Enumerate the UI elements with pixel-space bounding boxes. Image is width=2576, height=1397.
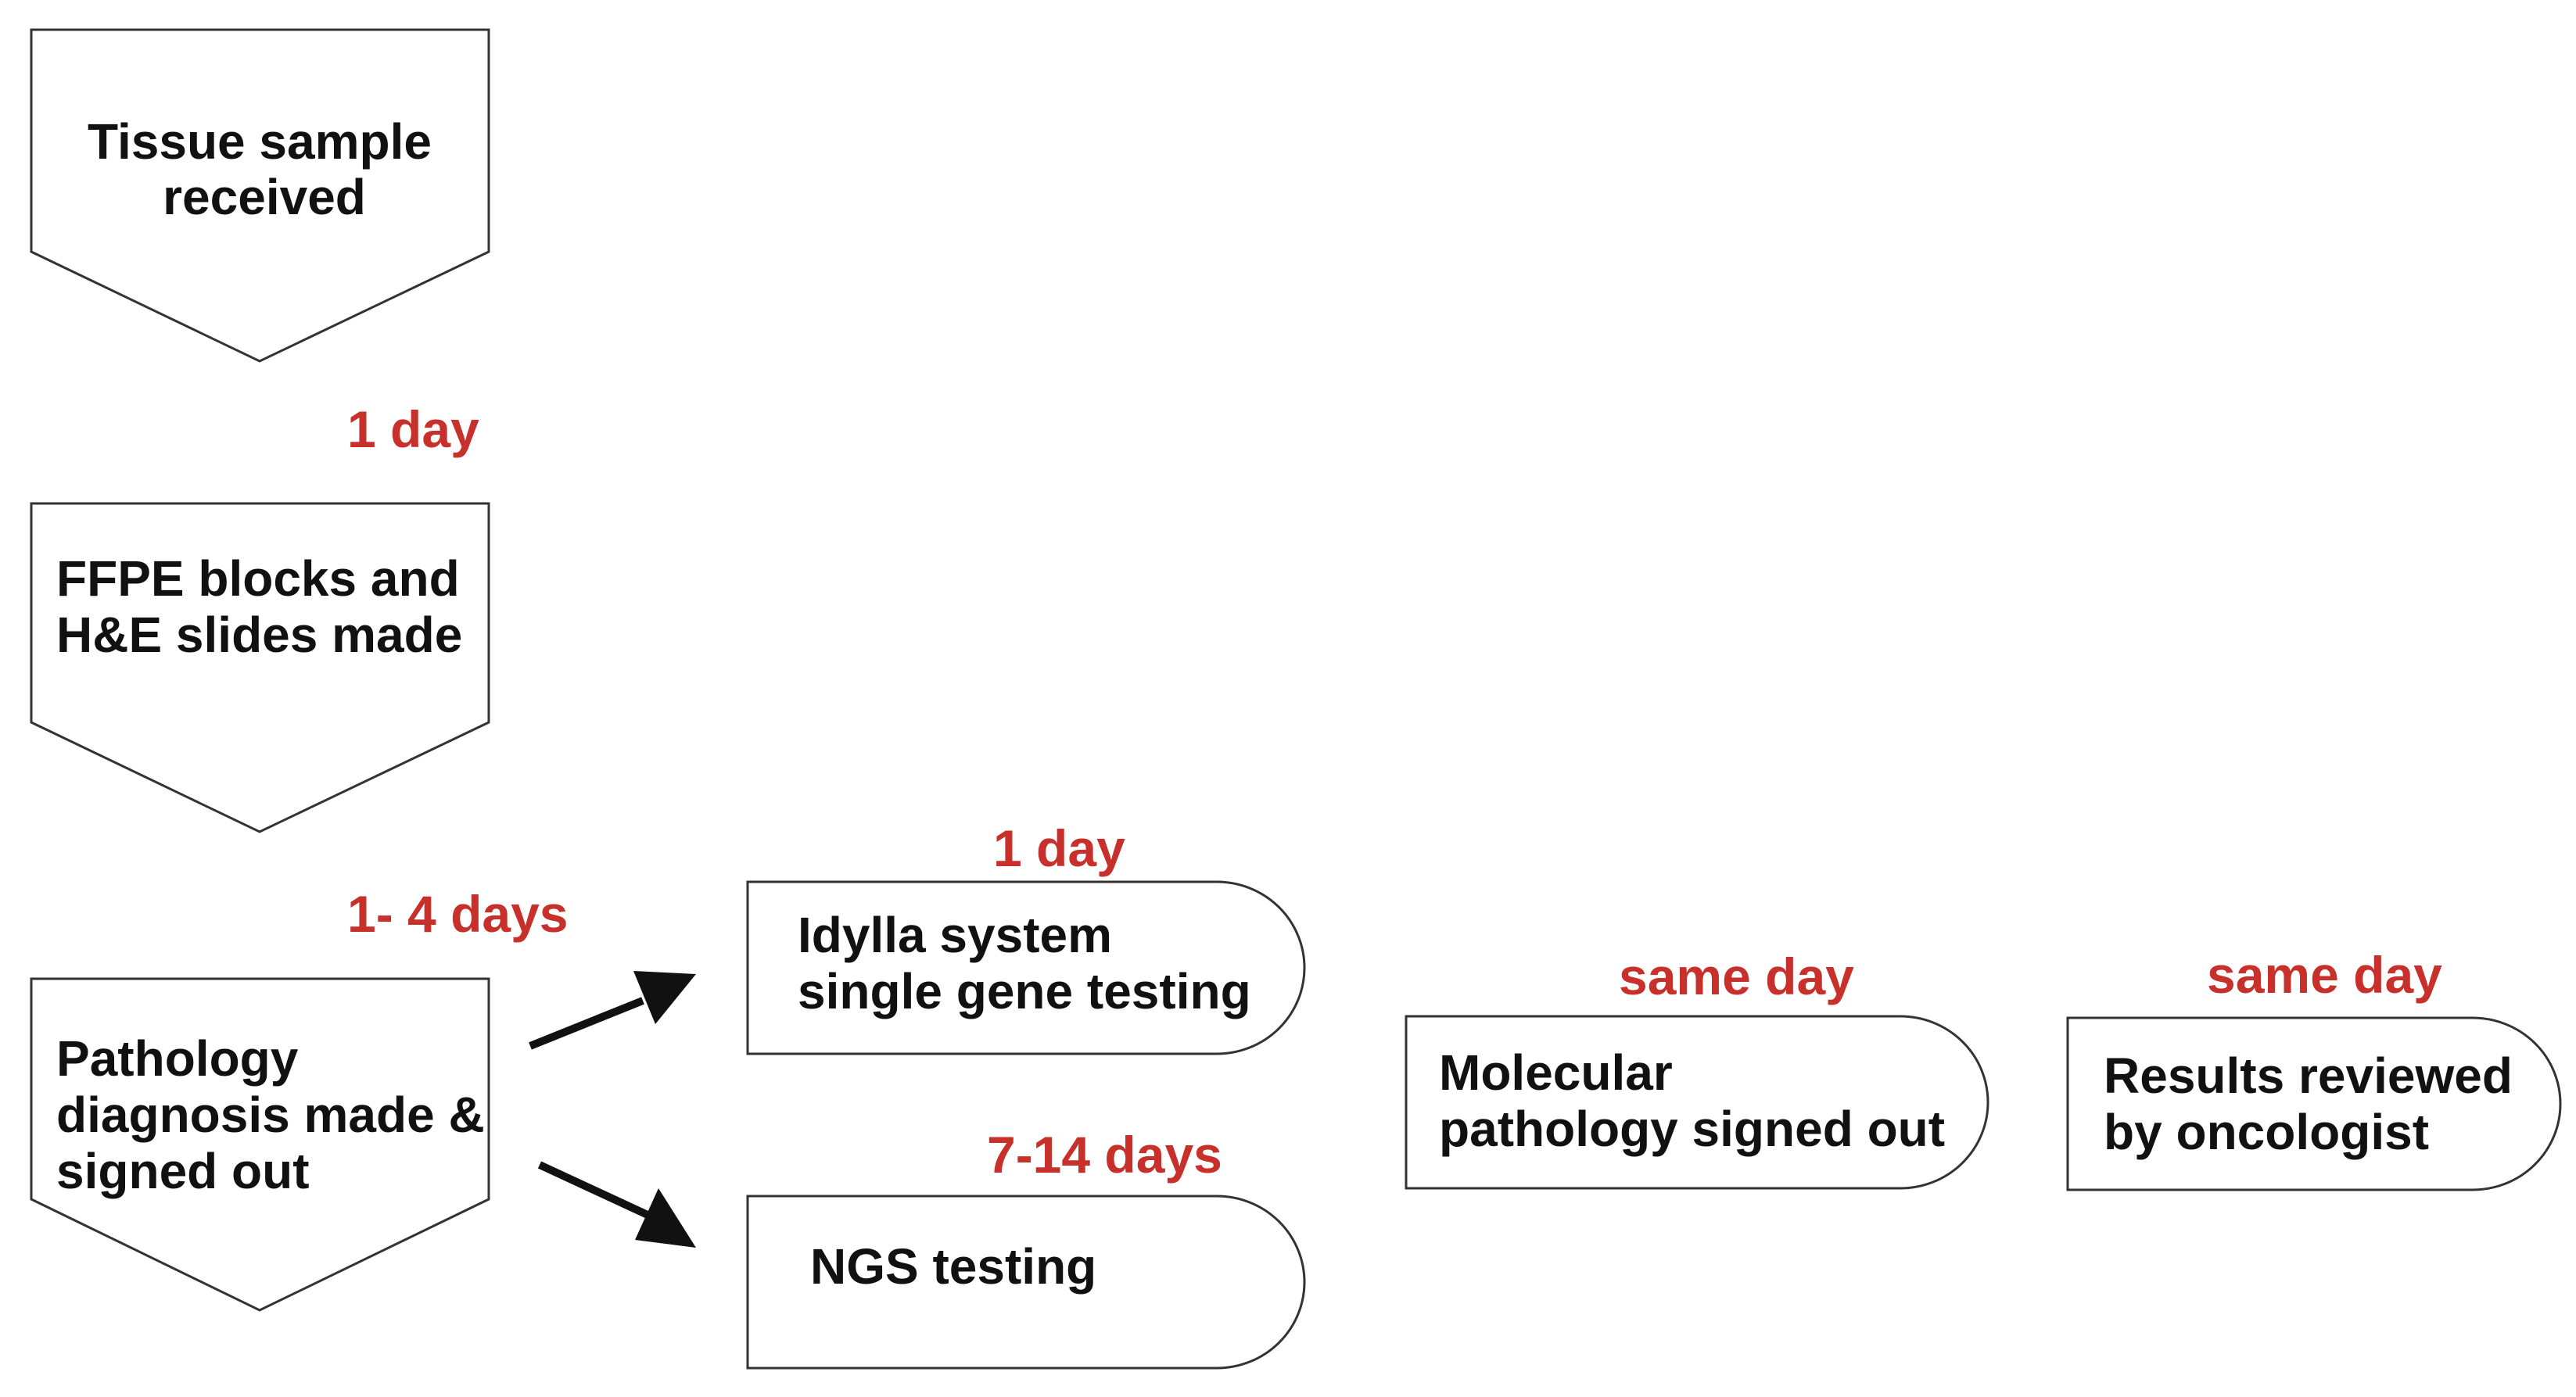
results-reviewed-label-line-2: by oncologist	[2104, 1104, 2429, 1160]
ngs-testing-shape	[746, 1195, 1306, 1370]
molecular-signed-out-label-line-1: Molecular	[1439, 1044, 1673, 1101]
arrow-to-idylla	[529, 971, 696, 1050]
ffpe-blocks-label-line-1: FFPE blocks and	[56, 550, 460, 607]
arrow-to-ngs-head	[635, 1188, 696, 1248]
step-ngs-testing: NGS testing	[746, 1195, 1306, 1370]
step-pathology-diagnosis: Pathology diagnosis made & signed out	[30, 977, 490, 1312]
pathology-diagnosis-label-line-3: signed out	[56, 1143, 310, 1199]
idylla-testing-shape	[746, 880, 1306, 1055]
results-reviewed-label-line-1: Results reviewed	[2104, 1048, 2513, 1104]
duration-ngs: 7-14 days	[987, 1126, 1222, 1184]
pathology-diagnosis-label-line-2: diagnosis made &	[56, 1087, 485, 1143]
tissue-sample-shape	[30, 28, 490, 363]
tissue-sample-label-line-1: Tissue sample	[88, 113, 432, 170]
idylla-testing-label-line-1: Idylla system	[798, 907, 1112, 963]
pathology-diagnosis-shape	[30, 977, 490, 1312]
ffpe-blocks-shape	[30, 502, 490, 833]
duration-molecular: same day	[1619, 947, 1854, 1005]
pathology-diagnosis-label-line-1: Pathology	[56, 1030, 299, 1087]
ffpe-blocks-label-line-2: H&E slides made	[56, 607, 462, 663]
ngs-testing-label: NGS testing	[810, 1238, 1096, 1295]
molecular-signed-out-label-line-2: pathology signed out	[1439, 1101, 1945, 1157]
results-reviewed-shape	[2066, 1016, 2562, 1191]
step-ffpe-blocks: FFPE blocks and H&E slides made	[30, 502, 490, 833]
step-results-reviewed: Results reviewed by oncologist	[2066, 1016, 2562, 1191]
tissue-sample-label-line-2: received	[163, 169, 366, 225]
duration-tissue-to-ffpe: 1 day	[347, 400, 479, 458]
step-idylla-testing: Idylla system single gene testing	[746, 880, 1306, 1055]
duration-idylla: 1 day	[993, 819, 1125, 877]
step-molecular-signed-out: Molecular pathology signed out	[1405, 1015, 1989, 1190]
arrow-to-idylla-head	[633, 971, 696, 1024]
duration-results: same day	[2207, 946, 2442, 1004]
step-tissue-sample: Tissue sample received	[30, 28, 490, 363]
molecular-signed-out-shape	[1405, 1015, 1989, 1190]
idylla-testing-label-line-2: single gene testing	[798, 963, 1251, 1019]
duration-ffpe-to-pathology: 1- 4 days	[347, 885, 569, 943]
arrow-to-ngs	[537, 1161, 696, 1248]
